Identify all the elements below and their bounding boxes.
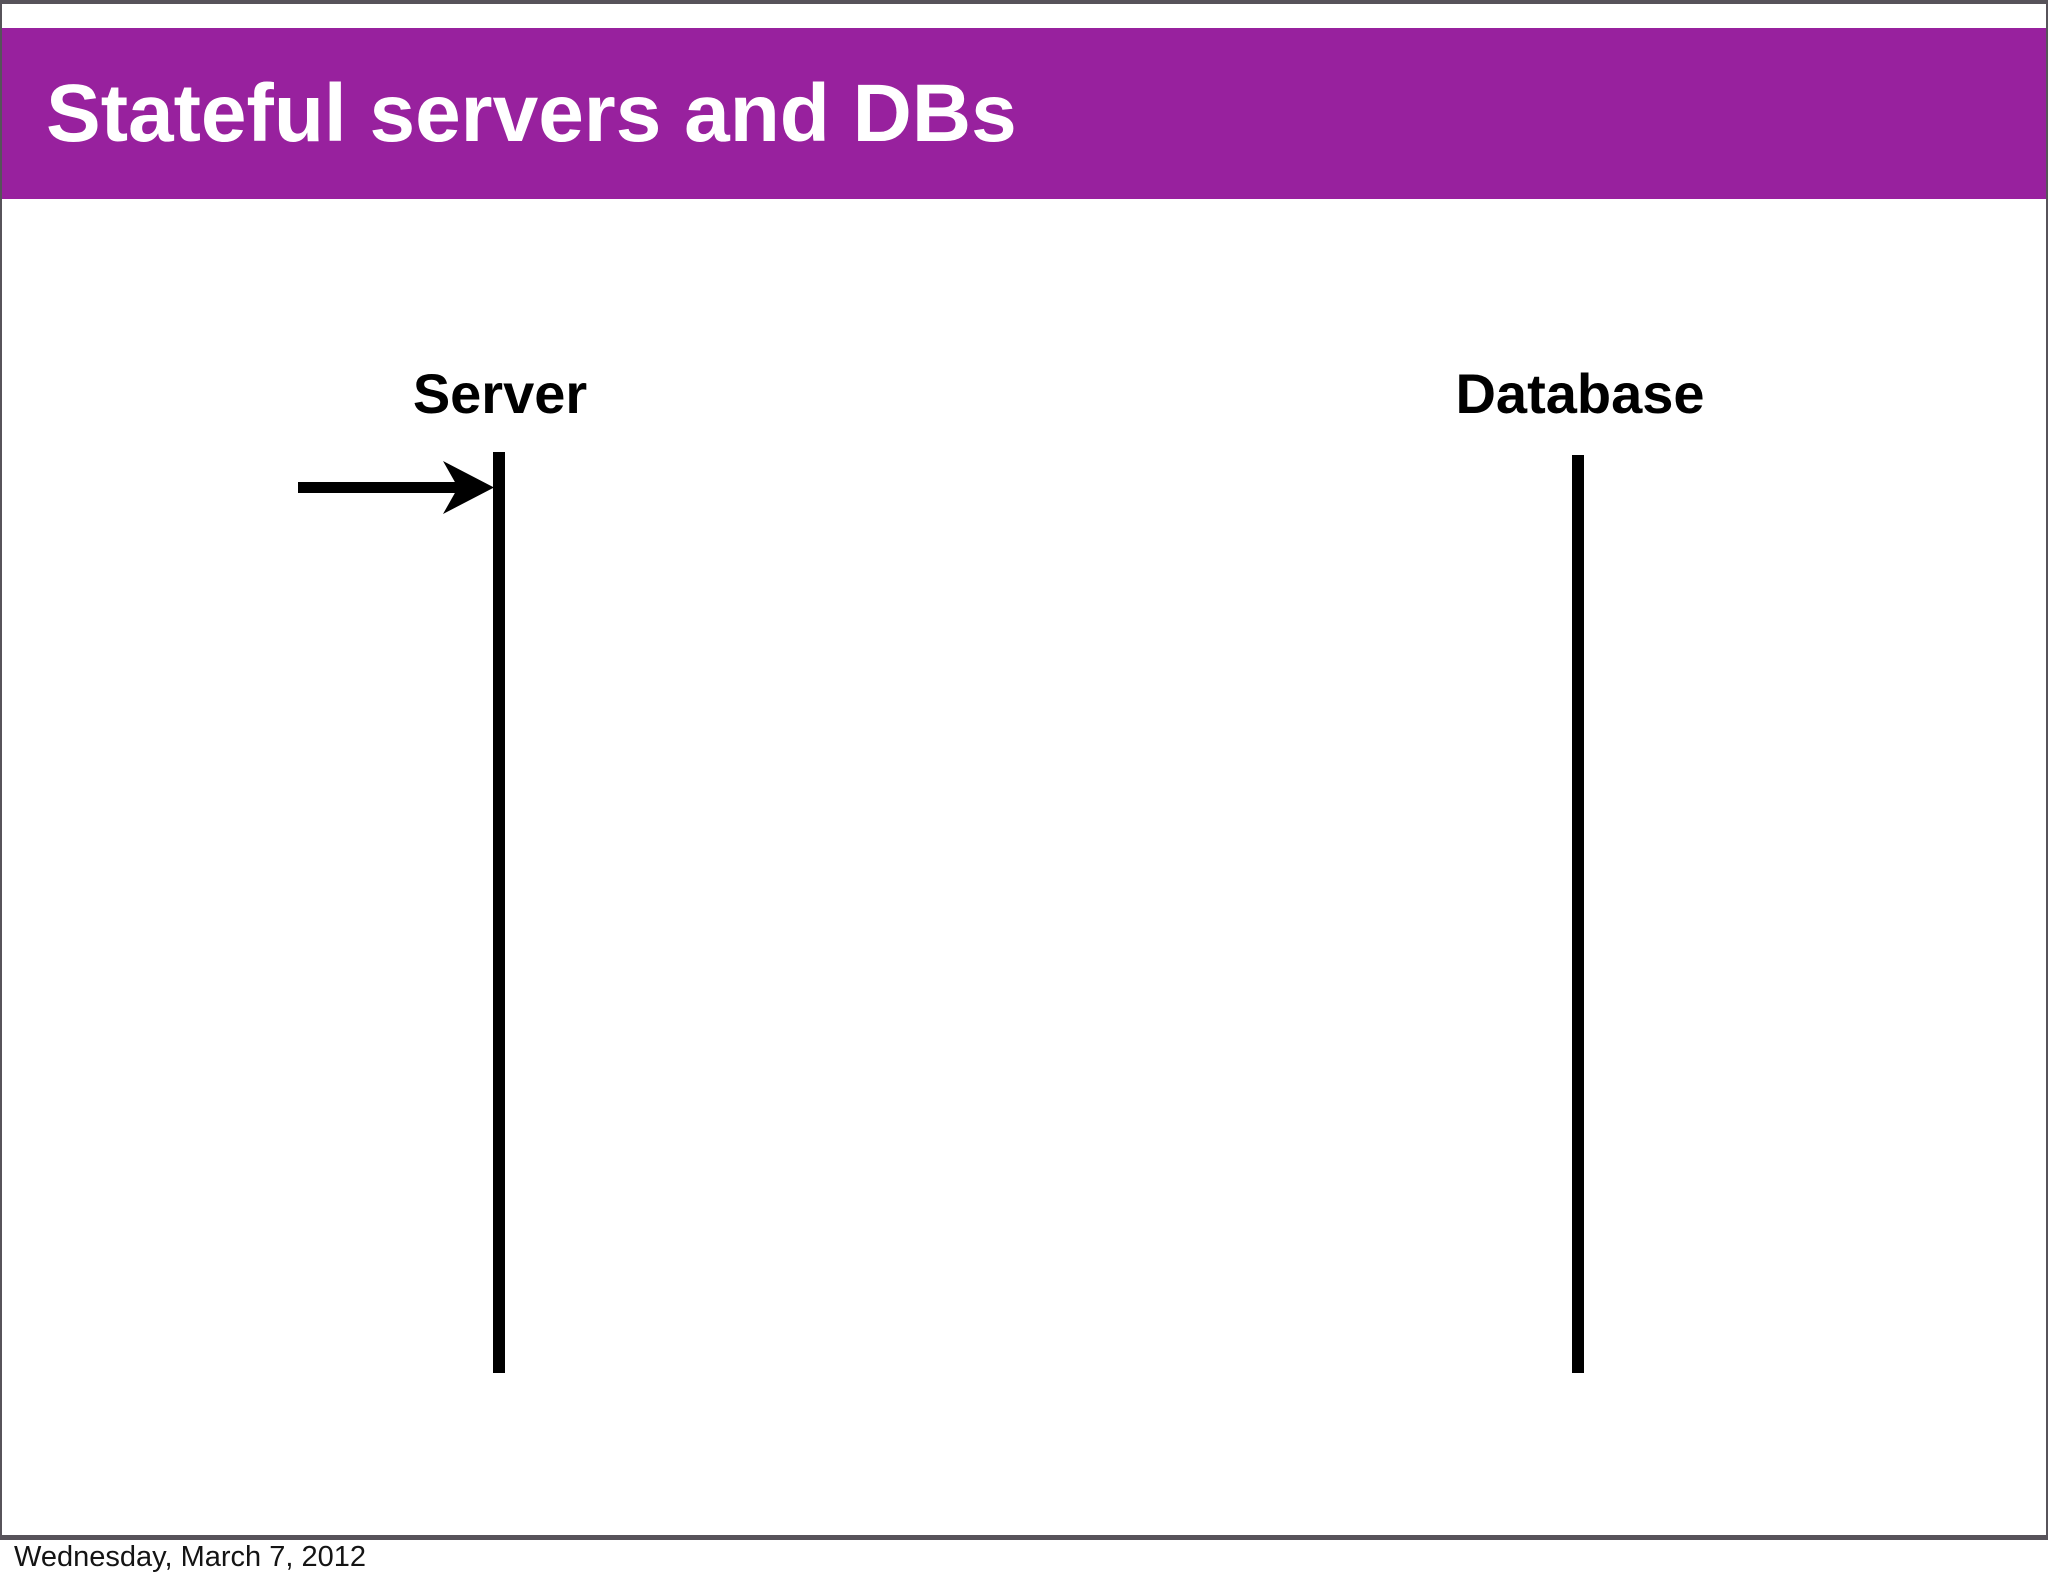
database-lifeline [1572, 455, 1584, 1373]
footer-date: Wednesday, March 7, 2012 [14, 1541, 366, 1573]
actor-label-database: Database [1455, 362, 1705, 425]
slide-title: Stateful servers and DBs [46, 68, 1017, 159]
title-bar: Stateful servers and DBs [2, 28, 2046, 199]
server-lifeline [493, 452, 505, 1373]
slide-frame [0, 0, 2048, 1540]
actor-label-server: Server [412, 362, 588, 425]
incoming-request-arrow-icon [298, 461, 494, 514]
